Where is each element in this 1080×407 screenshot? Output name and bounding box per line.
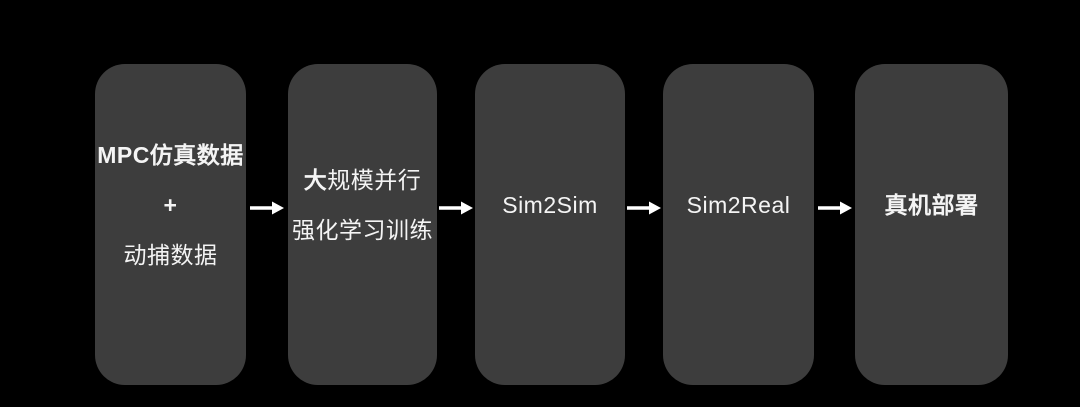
node-line: Sim2Real	[687, 180, 791, 230]
node-line: +	[164, 180, 178, 230]
flow-node-real-robot-deployment: 真机部署	[855, 64, 1008, 385]
node-line: Sim2Sim	[502, 180, 598, 230]
node-line: 真机部署	[885, 180, 979, 230]
arrow-right-icon	[817, 200, 853, 216]
node-text: 强化学习训练	[292, 216, 433, 243]
node-text: MPC仿真数据	[97, 141, 244, 168]
node-line: 强化学习训练	[292, 205, 433, 255]
arrow-right-icon	[438, 200, 474, 216]
node-text: +	[163, 191, 178, 218]
flow-node-rl-training: 大规模并行强化学习训练	[288, 64, 437, 385]
node-line: MPC仿真数据	[97, 130, 244, 180]
node-text: Sim2Real	[686, 191, 791, 218]
flow-node-sim2sim: Sim2Sim	[475, 64, 625, 385]
arrow-right-icon	[626, 200, 662, 216]
node-line: 动捕数据	[124, 230, 218, 280]
node-text: 动捕数据	[123, 241, 218, 268]
node-text: Sim2Sim	[502, 191, 598, 218]
node-text: 真机部署	[884, 191, 979, 218]
flow-node-data-sources: MPC仿真数据 + 动捕数据	[95, 64, 246, 385]
arrow-right-icon	[249, 200, 285, 216]
node-line: 大规模并行	[304, 155, 422, 205]
node-text: 大	[303, 166, 328, 193]
flow-node-sim2real: Sim2Real	[663, 64, 814, 385]
node-text: 规模并行	[327, 166, 422, 193]
